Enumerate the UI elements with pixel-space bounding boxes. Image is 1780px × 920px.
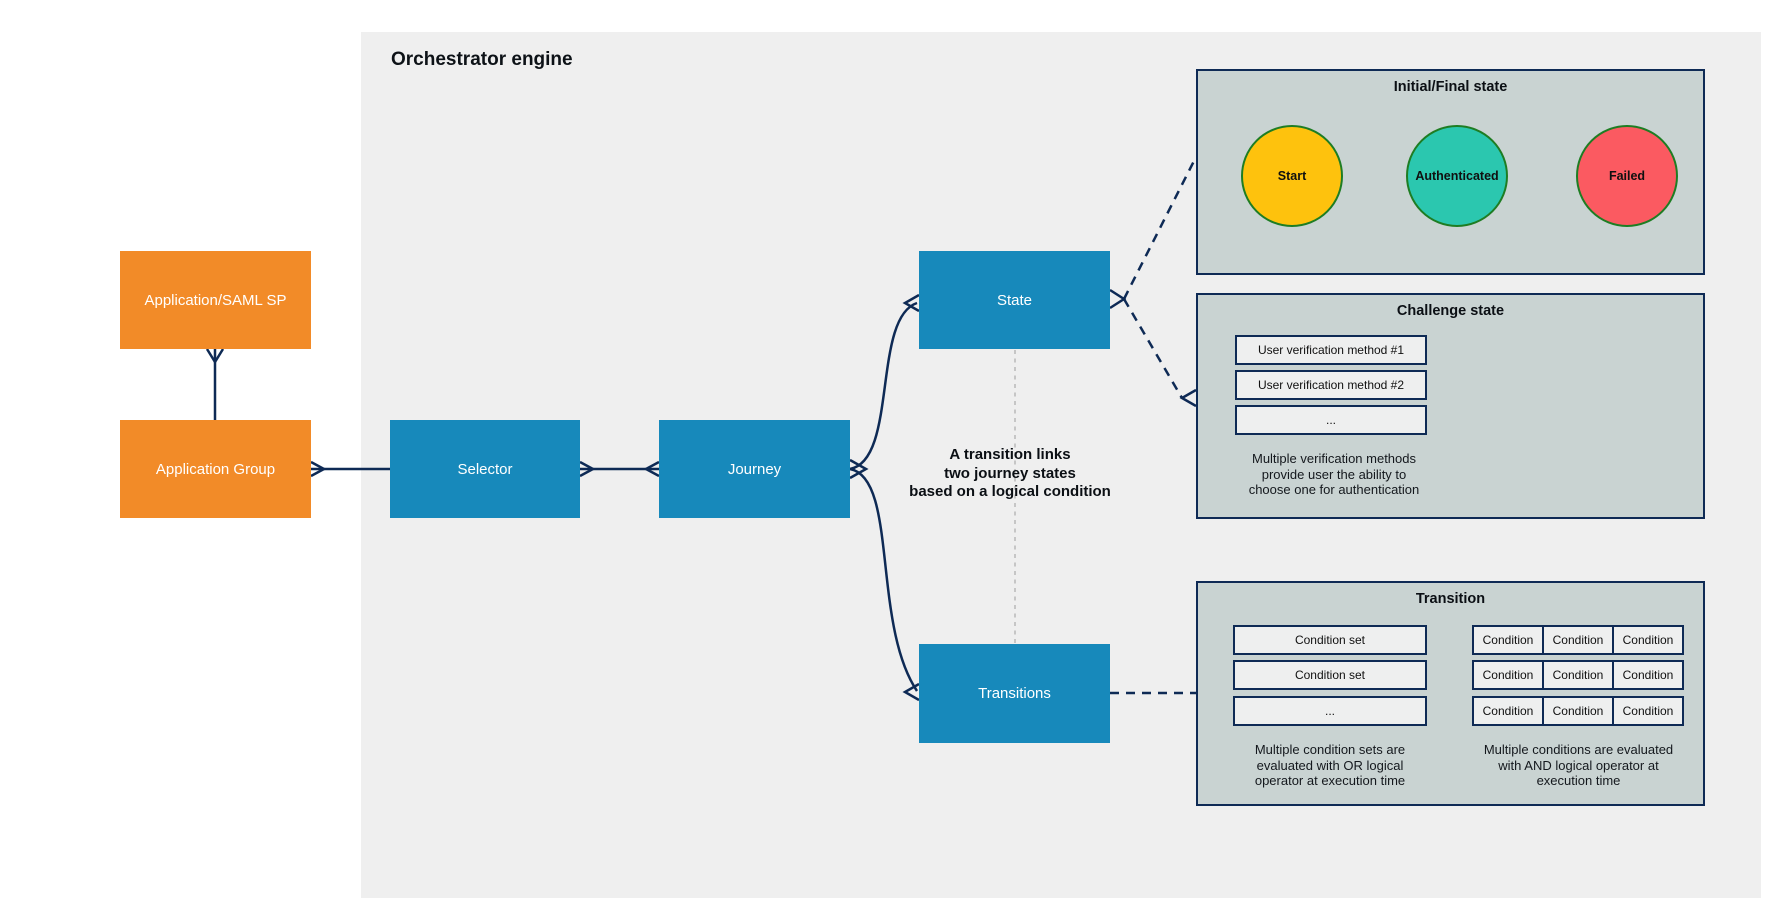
node-selector-label: Selector xyxy=(457,460,513,478)
condition-cell: Condition xyxy=(1542,696,1614,726)
condition-cell: Condition xyxy=(1472,625,1544,655)
node-selector: Selector xyxy=(390,420,580,518)
condition-cell: Condition xyxy=(1612,625,1684,655)
node-state: State xyxy=(919,251,1110,349)
fork-transitions-left-end xyxy=(902,682,920,702)
state-circle-start: Start xyxy=(1241,125,1343,227)
fork-state-right-end xyxy=(1109,288,1127,310)
challenge-caption-line: Multiple verification methods xyxy=(1251,451,1417,466)
condition-row: Condition Condition Condition xyxy=(1472,625,1684,655)
node-transitions: Transitions xyxy=(919,644,1110,743)
node-application-group-label: Application Group xyxy=(155,460,276,478)
or-caption-line: Multiple condition sets are xyxy=(1254,742,1406,757)
fork-journey-right-end xyxy=(849,458,869,480)
condition-cell: Condition xyxy=(1472,660,1544,690)
fork-journey-left-end xyxy=(643,460,660,478)
condition-row: Condition Condition Condition xyxy=(1472,696,1684,726)
node-application-saml-sp: Application/SAML SP xyxy=(120,251,311,349)
fork-challenge-panel-end xyxy=(1179,388,1197,408)
initial-final-state-panel: Initial/Final state Start Authenticated … xyxy=(1196,69,1705,275)
transition-note-line: based on a logical condition xyxy=(909,483,1111,500)
fork-saml-end xyxy=(205,348,225,365)
node-journey: Journey xyxy=(659,420,850,518)
verification-method-box: ... xyxy=(1235,405,1427,435)
condition-cell: Condition xyxy=(1612,660,1684,690)
fork-selector-end xyxy=(579,460,596,478)
transition-note: A transition links two journey states ba… xyxy=(879,446,1141,502)
node-application-saml-sp-label: Application/SAML SP xyxy=(144,291,287,309)
or-operator-caption: Multiple condition sets are evaluated wi… xyxy=(1210,742,1450,789)
condition-set-box: Condition set xyxy=(1233,660,1427,690)
or-caption-line: evaluated with OR logical xyxy=(1256,757,1404,773)
and-caption-line: with AND logical operator at xyxy=(1498,757,1659,773)
verification-method-box: User verification method #2 xyxy=(1235,370,1427,400)
node-transitions-label: Transitions xyxy=(978,685,1051,702)
and-caption-line: Multiple conditions are evaluated xyxy=(1483,742,1674,757)
node-state-label: State xyxy=(996,291,1033,309)
challenge-caption-line: choose one for authentication xyxy=(1248,482,1420,497)
state-circle-failed: Failed xyxy=(1576,125,1678,227)
challenge-caption-line: provide user the ability to xyxy=(1261,466,1407,482)
transition-note-line: A transition links xyxy=(949,446,1071,463)
condition-cell: Condition xyxy=(1612,696,1684,726)
dashed-state-to-challenge-panel xyxy=(1122,298,1184,399)
challenge-state-title: Challenge state xyxy=(1396,303,1505,319)
node-application-group: Application Group xyxy=(120,420,311,518)
state-circle-authenticated: Authenticated xyxy=(1406,125,1508,227)
condition-row: Condition Condition Condition xyxy=(1472,660,1684,690)
connector-journey-to-transitions xyxy=(849,467,919,692)
condition-cell: Condition xyxy=(1472,696,1544,726)
condition-cell: Condition xyxy=(1542,660,1614,690)
verification-method-box: User verification method #1 xyxy=(1235,335,1427,365)
transition-panel: Transition Condition set Condition set .… xyxy=(1196,581,1705,806)
initial-final-state-title: Initial/Final state xyxy=(1393,79,1508,95)
dashed-state-to-initial-panel xyxy=(1122,156,1198,300)
connector-journey-to-state xyxy=(849,301,918,471)
condition-set-box: Condition set xyxy=(1233,625,1427,655)
node-journey-label: Journey xyxy=(727,460,782,478)
challenge-caption: Multiple verification methods provide us… xyxy=(1206,451,1462,498)
fork-state-left-end xyxy=(902,293,920,313)
condition-set-box: ... xyxy=(1233,696,1427,726)
condition-cell: Condition xyxy=(1542,625,1614,655)
challenge-state-panel: Challenge state User verification method… xyxy=(1196,293,1705,519)
and-operator-caption: Multiple conditions are evaluated with A… xyxy=(1456,742,1701,789)
transition-note-line: two journey states xyxy=(944,464,1076,482)
or-caption-line: operator at execution time xyxy=(1254,773,1406,788)
and-caption-line: execution time xyxy=(1536,773,1621,788)
transition-panel-title: Transition xyxy=(1415,591,1486,607)
orchestrator-engine-title: Orchestrator engine xyxy=(391,49,573,70)
fork-group-end xyxy=(310,460,327,478)
